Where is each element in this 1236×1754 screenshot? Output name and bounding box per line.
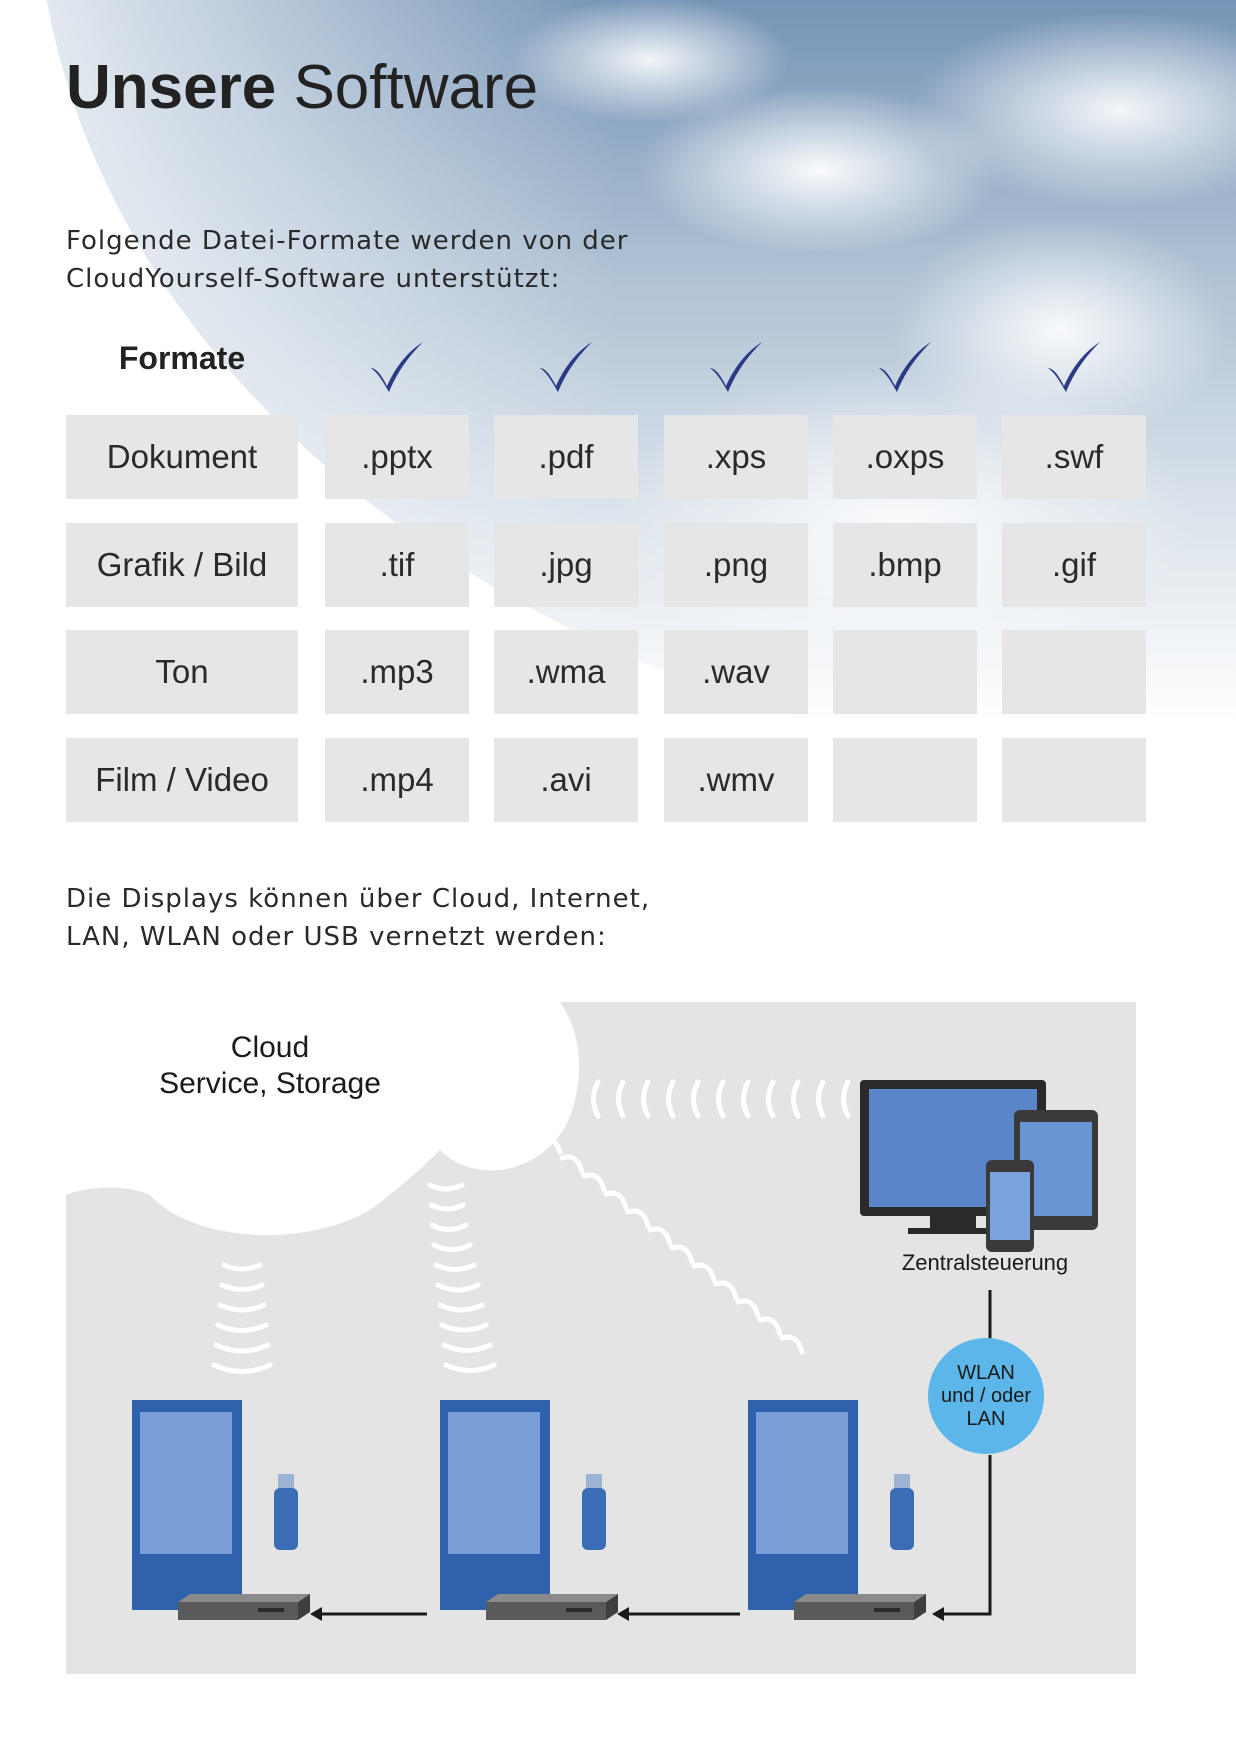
intro-formats-line: CloudYourself-Software unterstützt: xyxy=(66,264,561,294)
connection-lines xyxy=(318,1290,992,1616)
format-cell: .gif xyxy=(1002,523,1146,607)
intro-formats-line: Folgende Datei-Formate werden von der xyxy=(66,226,629,256)
format-cell: .oxps xyxy=(833,415,977,499)
intro-formats: Folgende Datei-Formate werden von der Cl… xyxy=(66,222,629,298)
format-cell xyxy=(1002,630,1146,714)
format-cell: .avi xyxy=(494,738,638,822)
badge-line: LAN xyxy=(966,1407,1006,1430)
central-control-label: Zentralsteuerung xyxy=(901,1250,1069,1275)
wlan-lan-badge: WLAN und / oder LAN xyxy=(928,1338,1044,1454)
format-cell: .jpg xyxy=(494,523,638,607)
format-row-label: Dokument xyxy=(66,415,298,499)
check-icon xyxy=(540,342,592,392)
kiosk-display-icon xyxy=(748,1400,858,1610)
usb-stick-icon xyxy=(582,1474,606,1550)
format-cell xyxy=(1002,738,1146,822)
format-cell: .mp3 xyxy=(325,630,469,714)
format-cell: .wma xyxy=(494,630,638,714)
kiosk-display-icon xyxy=(440,1400,550,1610)
badge-line: WLAN xyxy=(957,1361,1015,1384)
format-cell: .bmp xyxy=(833,523,977,607)
displays xyxy=(132,1400,926,1620)
format-cell xyxy=(833,630,977,714)
media-player-box-icon xyxy=(178,1594,310,1620)
title-light: Software xyxy=(293,53,539,122)
check-icon xyxy=(879,342,931,392)
format-cell xyxy=(833,738,977,822)
usb-stick-icon xyxy=(274,1474,298,1550)
format-cell: .pptx xyxy=(325,415,469,499)
wifi-waves-1-icon xyxy=(211,1262,273,1374)
check-icon xyxy=(1048,342,1100,392)
page-title: Unsere Software xyxy=(66,52,538,124)
intro-network: Die Displays können über Cloud, Internet… xyxy=(66,880,650,956)
usb-stick-icon xyxy=(890,1474,914,1550)
kiosk-display-icon xyxy=(132,1400,242,1610)
media-player-box-icon xyxy=(486,1594,618,1620)
intro-network-line: LAN, WLAN oder USB vernetzt werden: xyxy=(66,922,607,952)
format-row-label: Ton xyxy=(66,630,298,714)
format-row-label: Grafik / Bild xyxy=(66,523,298,607)
format-cell: .pdf xyxy=(494,415,638,499)
format-cell: .swf xyxy=(1002,415,1146,499)
wifi-waves-4-icon xyxy=(591,1079,851,1119)
cloud-icon xyxy=(0,960,580,1236)
title-bold: Unsere xyxy=(66,53,277,122)
check-icon xyxy=(371,342,423,392)
badge-line: und / oder xyxy=(940,1384,1032,1407)
arrowheads xyxy=(310,1607,944,1621)
format-cell: .png xyxy=(664,523,808,607)
format-cell: .tif xyxy=(325,523,469,607)
format-cell: .xps xyxy=(664,415,808,499)
format-cell: .wav xyxy=(664,630,808,714)
formats-header: Formate xyxy=(118,340,246,376)
intro-network-line: Die Displays können über Cloud, Internet… xyxy=(66,884,651,914)
smartphone-icon xyxy=(986,1160,1034,1252)
check-icon xyxy=(710,342,762,392)
format-cell: .mp4 xyxy=(325,738,469,822)
format-row-label: Film / Video xyxy=(66,738,298,822)
cloud-label: Cloud Service, Storage xyxy=(130,1030,410,1102)
format-cell: .wmv xyxy=(664,738,808,822)
wifi-waves-2-icon xyxy=(427,1182,497,1373)
cloud-label-line: Service, Storage xyxy=(159,1067,381,1100)
media-player-box-icon xyxy=(794,1594,926,1620)
wifi-waves-3-icon xyxy=(537,1136,805,1355)
cloud-label-line: Cloud xyxy=(230,1031,310,1064)
